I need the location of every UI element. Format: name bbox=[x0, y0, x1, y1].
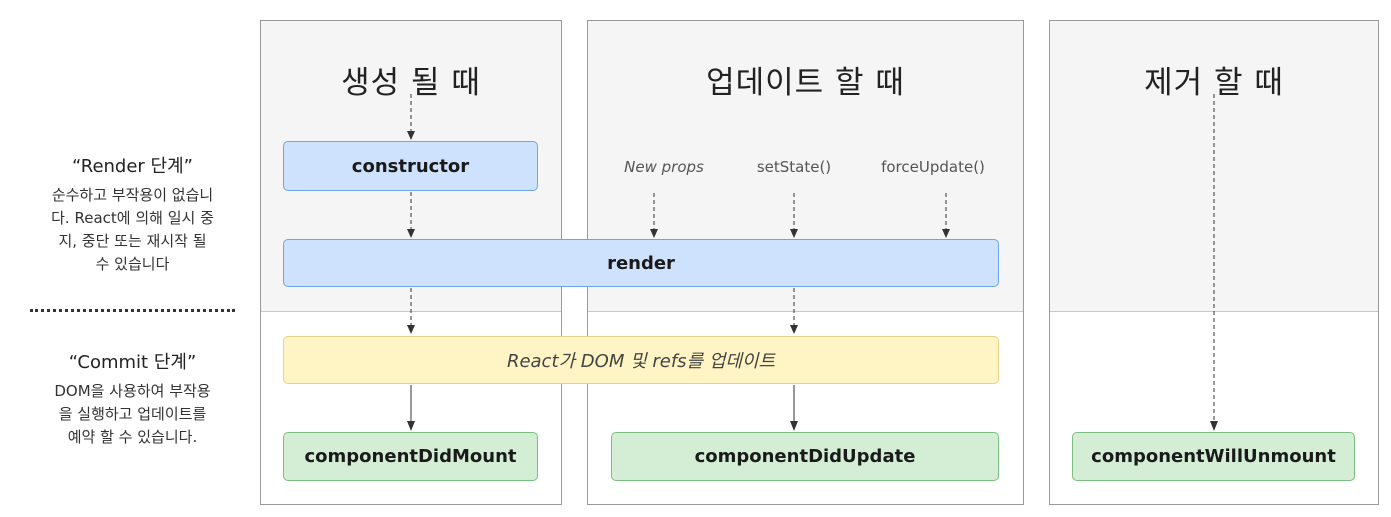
dom-update-box: React가 DOM 및 refs를 업데이트 bbox=[283, 336, 999, 384]
component-did-mount-box: componentDidMount bbox=[283, 432, 538, 481]
constructor-box: constructor bbox=[283, 141, 538, 191]
component-will-unmount-box: componentWillUnmount bbox=[1072, 432, 1355, 481]
render-box: render bbox=[283, 239, 999, 287]
trigger-setstate: setState() bbox=[756, 158, 832, 176]
commit-phase-description: DOM을 사용하여 부작용을 실행하고 업데이트를 예약 할 수 있습니다. bbox=[54, 382, 211, 446]
phase-divider bbox=[30, 309, 235, 312]
unmount-column-title: 제거 할 때 bbox=[1144, 65, 1284, 101]
render-phase-description: 순수하고 부작용이 없습니다. React에 의해 일시 중지, 중단 또는 재… bbox=[51, 186, 214, 273]
commit-phase-label: “Commit 단계” DOM을 사용하여 부작용을 실행하고 업데이트를 예약… bbox=[30, 348, 235, 449]
trigger-new-props: New props bbox=[624, 158, 704, 176]
update-column-title: 업데이트 할 때 bbox=[706, 65, 905, 101]
render-phase-label: “Render 단계” 순수하고 부작용이 없습니다. React에 의해 일시… bbox=[30, 152, 235, 276]
render-phase-title: “Render 단계” bbox=[71, 156, 194, 177]
commit-phase-title: “Commit 단계” bbox=[68, 352, 197, 373]
mount-column-title: 생성 될 때 bbox=[341, 65, 481, 101]
trigger-forceupdate: forceUpdate() bbox=[881, 158, 985, 176]
component-did-update-box: componentDidUpdate bbox=[611, 432, 999, 481]
